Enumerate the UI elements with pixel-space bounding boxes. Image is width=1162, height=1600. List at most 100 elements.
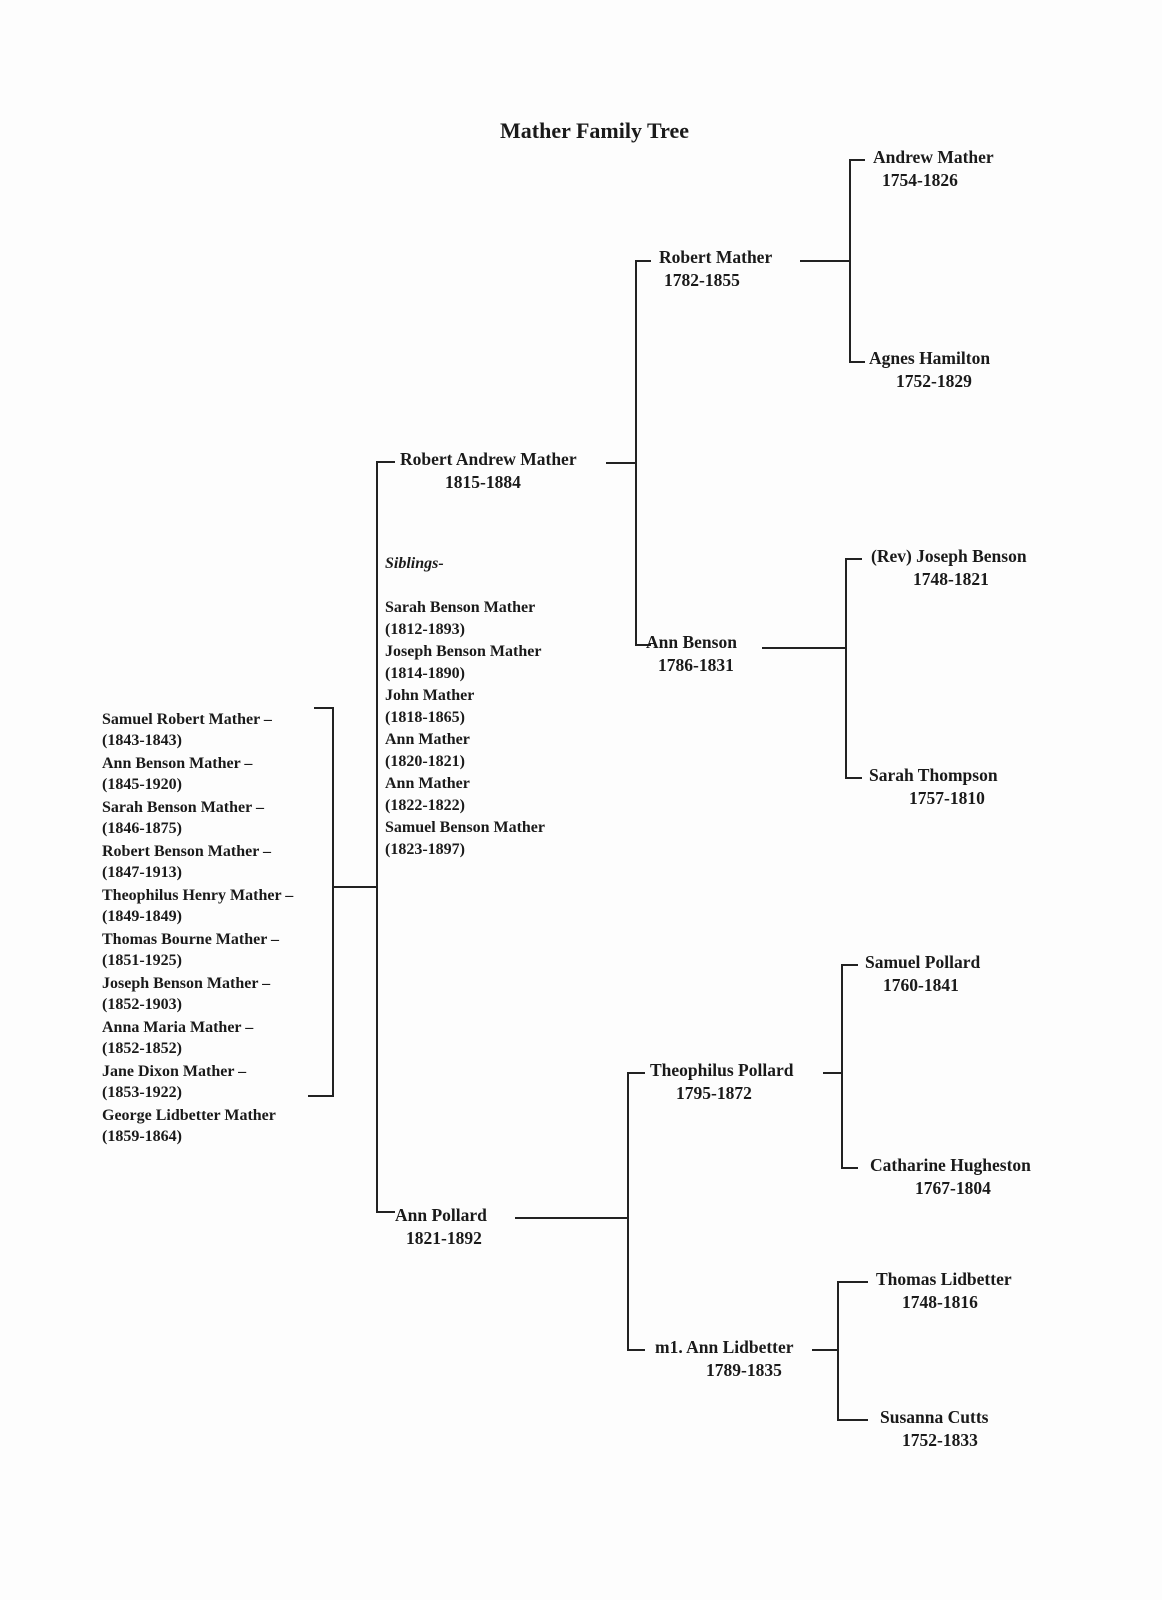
child-dates: (1847-1913): [102, 864, 182, 881]
person-dates: 1767-1804: [915, 1178, 991, 1198]
person-thomas-lidbetter: Thomas Lidbetter 1748-1816: [876, 1268, 1012, 1314]
person-dates: 1757-1810: [909, 788, 985, 808]
child-name: Anna Maria Mather –: [102, 1019, 254, 1036]
person-dates: 1789-1835: [706, 1360, 782, 1380]
sibling-dates: (1818-1865): [385, 709, 465, 726]
person-samuel-pollard: Samuel Pollard 1760-1841: [865, 951, 980, 997]
sibling-name: Samuel Benson Mather: [385, 819, 545, 836]
person-name: Theophilus Pollard: [650, 1060, 794, 1080]
person-dates: 1752-1829: [896, 371, 972, 391]
child-dates: (1845-1920): [102, 776, 182, 793]
child-dates: (1849-1849): [102, 908, 182, 925]
person-robert-andrew-mather: Robert Andrew Mather 1815-1884: [400, 448, 577, 494]
connector-pollard-hugheston: [841, 964, 858, 1169]
person-name: Thomas Lidbetter: [876, 1269, 1012, 1289]
person-dates: 1786-1831: [658, 655, 734, 675]
sibling-dates: (1820-1821): [385, 753, 465, 770]
page-title: Mather Family Tree: [500, 118, 689, 143]
list-item: Joseph Benson Mather – (1852-1903): [102, 973, 293, 1017]
sibling-dates: (1823-1897): [385, 841, 465, 858]
sibling-dates: (1812-1893): [385, 621, 465, 638]
child-dates: (1853-1922): [102, 1084, 182, 1101]
child-name: Theophilus Henry Mather –: [102, 887, 294, 904]
person-dates: 1752-1833: [902, 1430, 978, 1450]
connector-andrew-agnes: [849, 159, 865, 363]
person-dates: 1821-1892: [406, 1228, 482, 1248]
person-name: Susanna Cutts: [880, 1407, 989, 1427]
person-name: Andrew Mather: [873, 147, 994, 167]
list-item: Thomas Bourne Mather – (1851-1925): [102, 929, 293, 973]
person-susanna-cutts: Susanna Cutts 1752-1833: [880, 1406, 988, 1452]
list-item: Ann Mather (1820-1821): [385, 729, 545, 773]
person-dates: 1795-1872: [676, 1083, 752, 1103]
person-name: Agnes Hamilton: [869, 348, 991, 368]
person-dates: 1760-1841: [883, 975, 959, 995]
sibling-dates: (1822-1822): [385, 797, 465, 814]
connector-benson-thompson: [845, 558, 862, 779]
child-name: Ann Benson Mather –: [102, 755, 253, 772]
person-dates: 1754-1826: [882, 170, 958, 190]
siblings-heading: Siblings-: [385, 555, 444, 572]
person-catharine-hugheston: Catharine Hugheston 1767-1804: [870, 1154, 1031, 1200]
child-dates: (1852-1903): [102, 996, 182, 1013]
list-item: Anna Maria Mather – (1852-1852): [102, 1017, 293, 1061]
person-name: Catharine Hugheston: [870, 1155, 1031, 1175]
child-name: Joseph Benson Mather –: [102, 975, 271, 992]
child-name: Robert Benson Mather –: [102, 843, 272, 860]
person-ann-benson: Ann Benson 1786-1831: [646, 631, 737, 677]
sibling-name: Joseph Benson Mather: [385, 643, 542, 660]
list-item: Joseph Benson Mather (1814-1890): [385, 641, 545, 685]
person-dates: 1815-1884: [445, 472, 521, 492]
person-name: Robert Andrew Mather: [400, 449, 577, 469]
list-item: George Lidbetter Mather (1859-1864): [102, 1105, 293, 1149]
connector-theophilus-annlidbetter: [627, 1072, 645, 1351]
child-name: Thomas Bourne Mather –: [102, 931, 280, 948]
person-dates: 1748-1821: [913, 569, 989, 589]
list-item: Ann Benson Mather – (1845-1920): [102, 753, 293, 797]
sibling-name: Ann Mather: [385, 731, 470, 748]
person-name: Ann Pollard: [395, 1205, 487, 1225]
child-dates: (1859-1864): [102, 1128, 182, 1145]
list-item: Sarah Benson Mather – (1846-1875): [102, 797, 293, 841]
child-name: George Lidbetter Mather: [102, 1107, 276, 1124]
list-item: John Mather (1818-1865): [385, 685, 545, 729]
sibling-name: John Mather: [385, 687, 475, 704]
list-item: Samuel Robert Mather – (1843-1843): [102, 709, 293, 753]
person-andrew-mather: Andrew Mather 1754-1826: [873, 146, 994, 192]
list-item: Ann Mather (1822-1822): [385, 773, 545, 817]
person-name: Robert Mather: [659, 247, 773, 267]
sibling-name: Ann Mather: [385, 775, 470, 792]
person-ann-lidbetter: m1. Ann Lidbetter 1789-1835: [655, 1336, 794, 1382]
connector-robertandrew-annpollard: [376, 461, 395, 1213]
person-name: Ann Benson: [646, 632, 737, 652]
list-item: Jane Dixon Mather – (1853-1922): [102, 1061, 293, 1105]
person-name: m1. Ann Lidbetter: [655, 1337, 794, 1357]
person-dates: 1748-1816: [902, 1292, 978, 1312]
person-theophilus-pollard: Theophilus Pollard 1795-1872: [650, 1059, 793, 1105]
list-item: Sarah Benson Mather (1812-1893): [385, 597, 545, 641]
person-robert-mather: Robert Mather 1782-1855: [659, 246, 772, 292]
person-name: (Rev) Joseph Benson: [871, 546, 1027, 566]
child-name: Jane Dixon Mather –: [102, 1063, 247, 1080]
person-agnes-hamilton: Agnes Hamilton 1752-1829: [869, 347, 990, 393]
person-ann-pollard: Ann Pollard 1821-1892: [395, 1204, 487, 1250]
connector-children: [308, 707, 334, 1097]
child-dates: (1851-1925): [102, 952, 182, 969]
list-item: Robert Benson Mather – (1847-1913): [102, 841, 293, 885]
person-name: Samuel Pollard: [865, 952, 981, 972]
list-item: Theophilus Henry Mather – (1849-1849): [102, 885, 293, 929]
person-sarah-thompson: Sarah Thompson 1757-1810: [869, 764, 998, 810]
person-joseph-benson: (Rev) Joseph Benson 1748-1821: [871, 545, 1027, 591]
children-list: Samuel Robert Mather – (1843-1843) Ann B…: [102, 709, 293, 1149]
child-dates: (1846-1875): [102, 820, 182, 837]
child-dates: (1852-1852): [102, 1040, 182, 1057]
connector-robert-annbenson: [635, 260, 651, 646]
connector-lidbetter-cutts: [837, 1281, 868, 1421]
siblings-list: Siblings- Sarah Benson Mather (1812-1893…: [385, 555, 545, 861]
child-dates: (1843-1843): [102, 732, 182, 749]
child-name: Sarah Benson Mather –: [102, 799, 264, 816]
sibling-name: Sarah Benson Mather: [385, 599, 536, 616]
child-name: Samuel Robert Mather –: [102, 711, 272, 728]
